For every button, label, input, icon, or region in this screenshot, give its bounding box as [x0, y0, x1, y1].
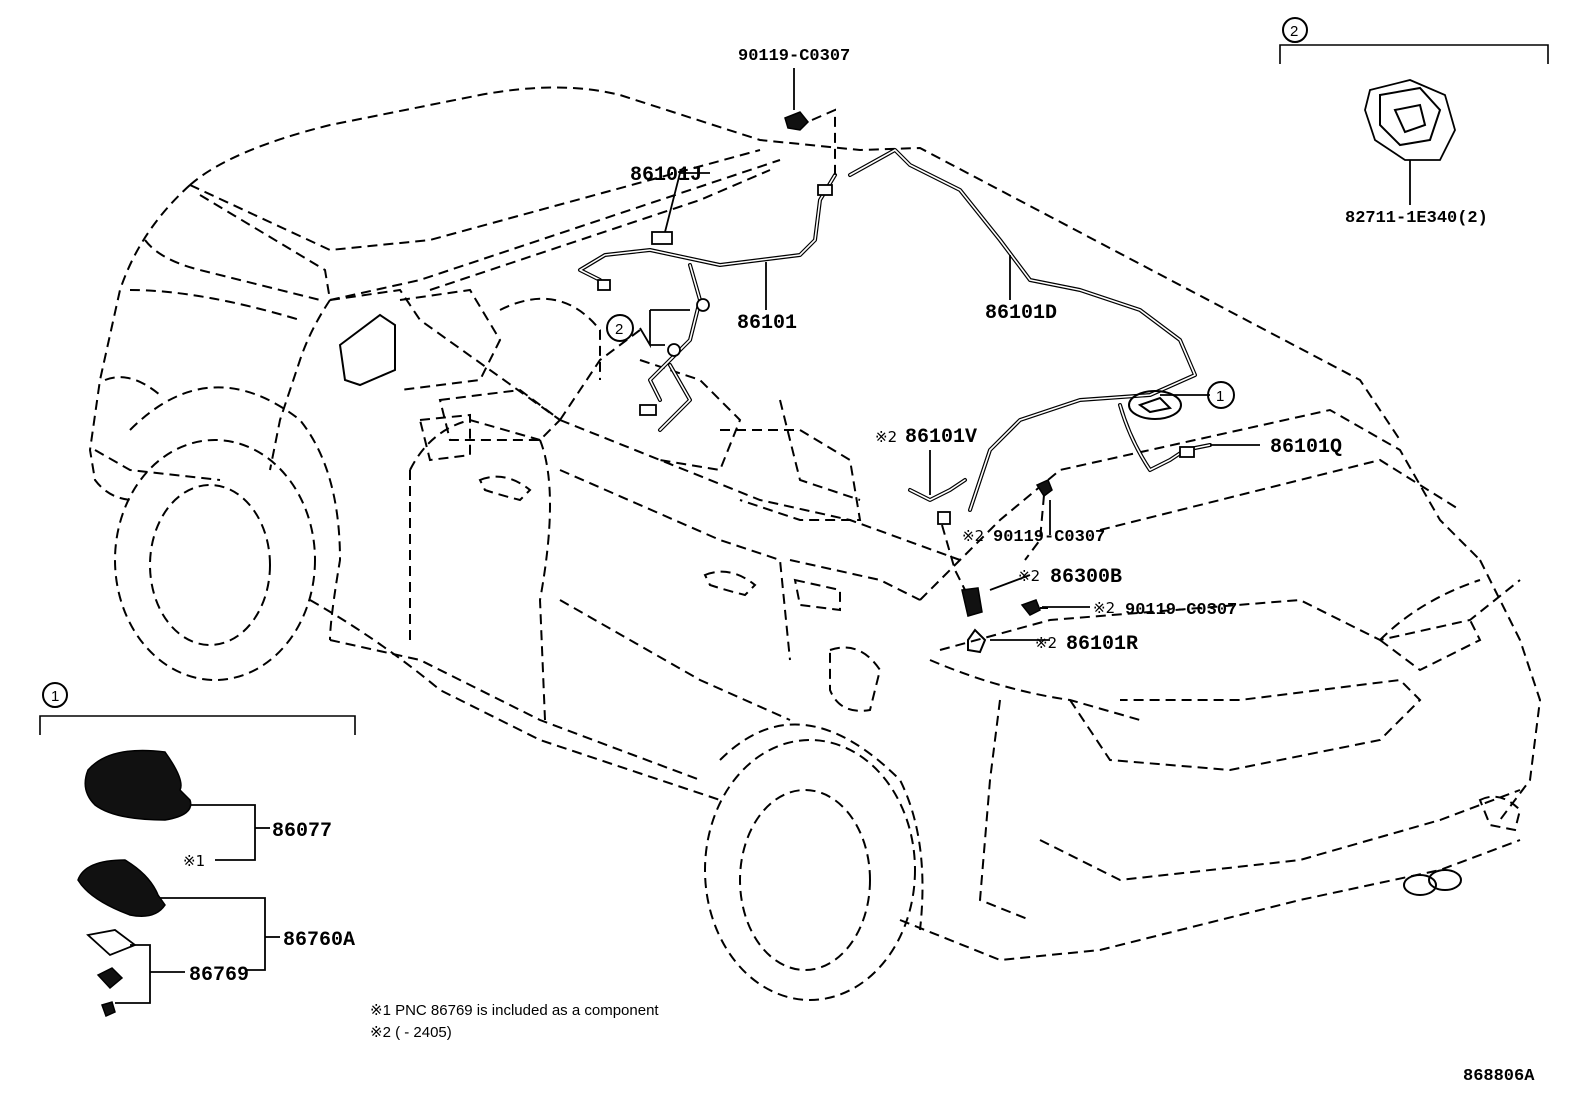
- label-86101R: 86101R: [1066, 633, 1138, 656]
- label-86101Q: 86101Q: [1270, 436, 1342, 459]
- footnote-2: ※2 ( - 2405): [370, 1024, 452, 1041]
- label-86101D: 86101D: [985, 302, 1057, 325]
- group-number-1-main: 1: [1216, 388, 1224, 405]
- group-marker-1-main: [1207, 381, 1235, 409]
- label-bolt-top: 90119-C0307: [738, 47, 850, 66]
- label-86101J: 86101J: [630, 164, 702, 187]
- label-86101: 86101: [737, 312, 797, 335]
- label-86300B: 86300B: [1050, 566, 1122, 589]
- inset-2-connector: [1279, 17, 1549, 161]
- mark-86300B: ※2: [1018, 567, 1040, 585]
- mark-86101R: ※2: [1035, 634, 1057, 652]
- group-number-2-main: 2: [615, 321, 623, 338]
- footnote-1: ※1 PNC 86769 is included as a component: [370, 1002, 659, 1019]
- label-82711: 82711-1E340(2): [1345, 209, 1488, 228]
- callout-leaders: [639, 68, 1411, 641]
- mark-bolt-mid: ※2: [962, 527, 984, 545]
- label-86101V: 86101V: [905, 426, 977, 449]
- group-marker-2-main: [606, 314, 634, 342]
- mark-86077: ※1: [183, 852, 205, 870]
- inset-1-antenna: [39, 682, 356, 1018]
- label-bolt-mid: 90119-C0307: [993, 528, 1105, 547]
- label-bolt-low: 90119-C0307: [1125, 601, 1237, 620]
- mark-86101V: ※2: [875, 428, 897, 446]
- wire-harness-group: [578, 108, 1212, 654]
- group-number-2-inset: 2: [1290, 23, 1298, 40]
- figure-id: 868806A: [1463, 1067, 1535, 1086]
- group-number-1-inset: 1: [51, 688, 59, 705]
- vehicle-outline: [88, 86, 1542, 1001]
- label-86769: 86769: [189, 964, 249, 987]
- label-86760A: 86760A: [283, 929, 355, 952]
- label-86077: 86077: [272, 820, 332, 843]
- mark-bolt-low: ※2: [1093, 599, 1115, 617]
